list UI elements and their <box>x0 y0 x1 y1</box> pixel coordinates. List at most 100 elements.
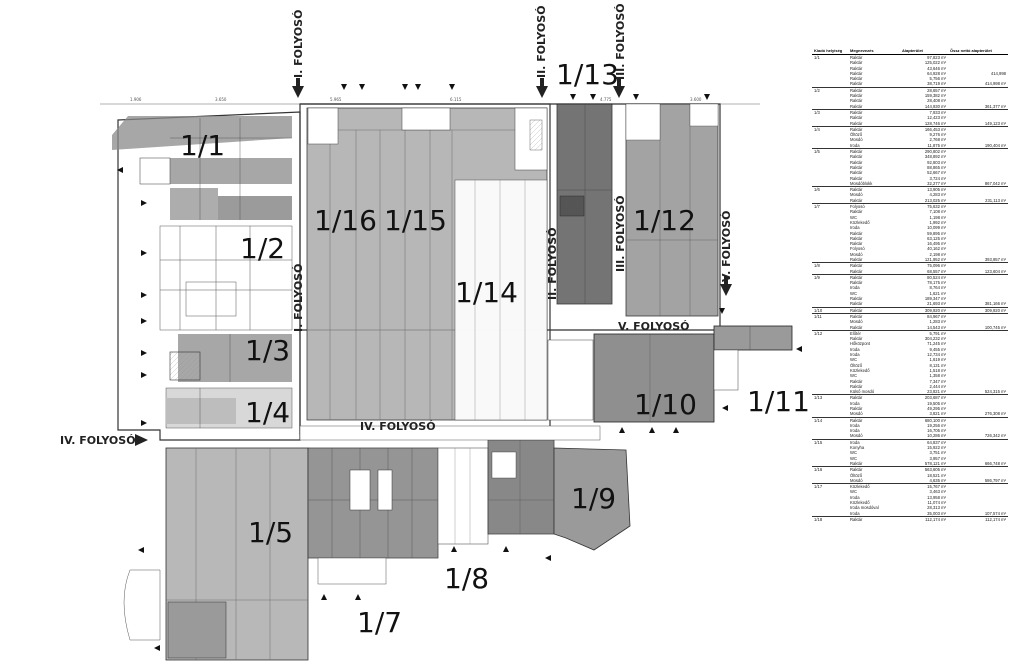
col-header-name: Megnevezés <box>848 47 900 55</box>
table-cell-area: 166,453 m² <box>900 125 948 133</box>
table-cell-total: 867,042 m² <box>984 180 1006 186</box>
table-cell-area: 63,125 m² <box>927 235 946 241</box>
table-cell-total <box>948 394 1008 401</box>
room-1-2 <box>159 225 293 331</box>
table-cell-area: 1,283 m² <box>929 319 946 325</box>
table-cell-area: 15,767 m² <box>900 483 948 490</box>
corridor-label-ii-top: II. FOLYOSÓ <box>535 5 548 78</box>
table-cell-area: 10,286 m² <box>927 433 946 439</box>
corridor-label-iii-top: III. FOLYOSÓ <box>614 3 627 80</box>
table-cell-name: Raktár <box>850 93 863 99</box>
svg-text:4.775: 4.775 <box>600 97 612 102</box>
table-cell-name: Raktár <box>850 383 863 389</box>
table-cell-unit: 1/9 <box>812 273 848 281</box>
table-cell-name: Raktár <box>850 76 863 82</box>
table-cell-area: 78,175 m² <box>927 280 946 286</box>
table-cell-name: Mosdó <box>850 251 863 257</box>
corridor-label-i-mid: I. FOLYOSÓ <box>292 264 305 332</box>
table-cell-name: Raktár <box>850 81 863 87</box>
table-cell-area: 32,277 m² <box>927 180 946 186</box>
table-cell-unit: 1/6 <box>812 186 848 193</box>
table-cell-name: Raktár <box>850 256 863 262</box>
table-cell-area: 8,764 m² <box>929 285 946 291</box>
table-cell-area: 189,347 m² <box>924 296 946 302</box>
table-cell-name: Raktár <box>850 98 863 104</box>
svg-text:1.906: 1.906 <box>130 97 142 102</box>
corridor-label-v-horizontal: V. FOLYOSÓ <box>618 320 689 333</box>
table-cell-name: Raktár <box>848 466 900 473</box>
table-cell-area: 4,283 m² <box>929 192 946 198</box>
table-cell-area: 28,408 m² <box>927 98 946 104</box>
table-cell-name: Raktár <box>850 378 863 384</box>
area-table: Kiadó helyiség Megnevezés Alapterület Ös… <box>812 47 1008 666</box>
table-cell-total: 381,166 m² <box>984 301 1006 307</box>
table-cell-name: Iroda <box>850 352 860 358</box>
room-1-8 <box>437 447 489 545</box>
table-cell-total: 393,957 m² <box>984 256 1006 262</box>
room-1-16-1-15 <box>306 107 594 421</box>
table-cell-area: 3,463 m² <box>929 489 946 495</box>
table-cell-area: 35,003 m² <box>927 510 946 516</box>
table-cell-total: 149,123 m² <box>984 120 1006 126</box>
table-cell-name: Iroda <box>850 422 860 428</box>
table-cell-area: 28,657 m² <box>900 86 948 94</box>
room-label-1-11: 1/11 <box>747 385 810 418</box>
table-row: Raktár 28,408 m² <box>812 98 1008 103</box>
table-cell-name: Raktár <box>848 86 900 94</box>
table-cell-name: Konyha <box>850 445 865 451</box>
table-cell-area: 1,518 m² <box>929 367 946 373</box>
corridor-labels: I. FOLYOSÓ I. FOLYOSÓ II. FOLYOSÓ II. FO… <box>60 3 733 447</box>
table-cell-total: 107,574 m² <box>984 510 1006 516</box>
table-cell-area: 3,751 m² <box>929 450 946 456</box>
table-cell-total <box>948 186 1008 193</box>
table-cell-name: Közlekedő <box>850 219 870 225</box>
table-cell-area: 75,632 m² <box>900 203 948 210</box>
table-cell-total <box>948 329 1008 337</box>
table-cell-area: 3,724 m² <box>929 175 946 181</box>
room-label-1-2: 1/2 <box>240 232 285 265</box>
room-1-13 <box>556 103 613 305</box>
table-cell-area: 5,791 m² <box>900 329 948 337</box>
table-cell-name: Mosdó <box>850 192 863 198</box>
table-cell-name: Hőközpont <box>850 341 871 347</box>
table-cell-name: WC <box>850 455 857 461</box>
table-cell-area: 59,895 m² <box>927 230 946 236</box>
room-1-11 <box>713 325 793 391</box>
table-cell-name: Mosdó <box>850 137 863 143</box>
table-cell-name: Raktár <box>848 262 900 269</box>
table-cell-name: Iroda <box>850 346 860 352</box>
table-cell-name: Mosdóblokk <box>850 180 873 186</box>
room-label-1-1: 1/1 <box>180 129 225 162</box>
table-cell-name: Raktár <box>850 301 863 307</box>
table-row: Mosdó 4,283 m² <box>812 192 1008 197</box>
floor-plan: 1.906 3.650 5.965 6.115 4.775 3.600 <box>60 3 810 661</box>
table-cell-area: 2,198 m² <box>929 251 946 257</box>
table-cell-area: 1,358 m² <box>929 373 946 379</box>
svg-text:3.600: 3.600 <box>690 97 702 102</box>
table-cell-unit: 1/3 <box>812 108 848 116</box>
table-cell-area: 13,958 m² <box>927 494 946 500</box>
table-cell-area: 13,905 m² <box>900 186 948 193</box>
table-cell-name: Öltöző <box>850 132 863 138</box>
table-cell-name: Raktár <box>850 336 863 342</box>
table-cell-area: 128,746 m² <box>924 120 946 126</box>
